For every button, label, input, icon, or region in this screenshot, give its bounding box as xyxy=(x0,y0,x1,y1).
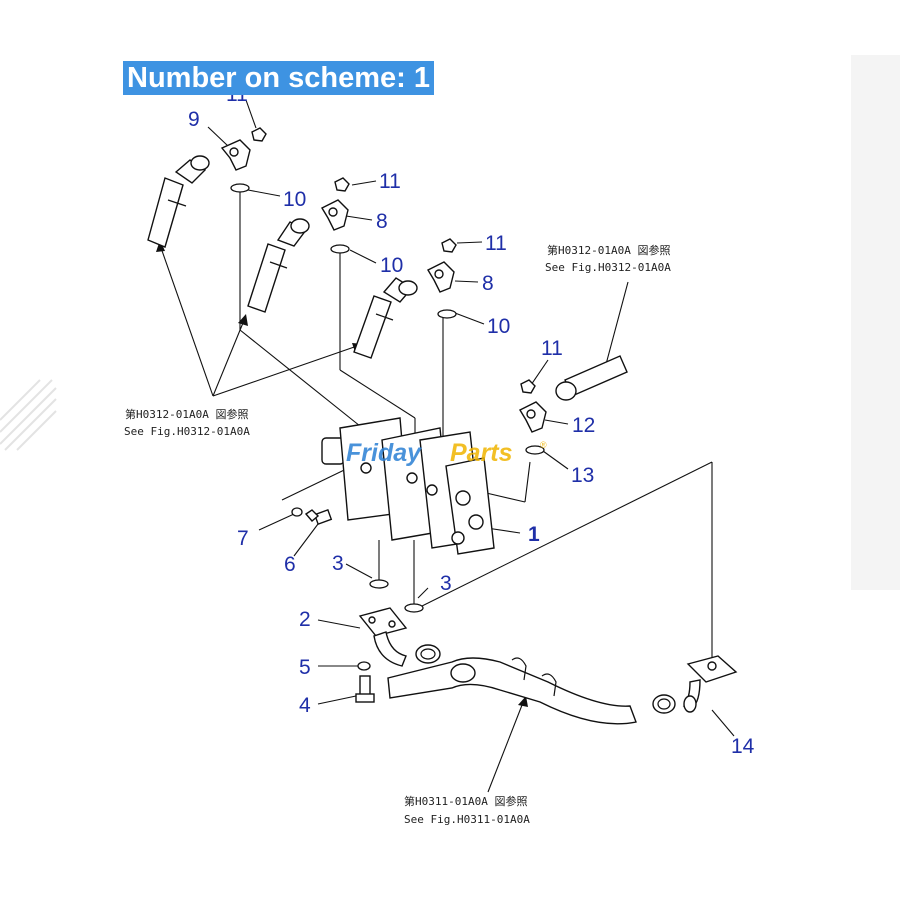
hose-left xyxy=(147,155,210,248)
elbow-8-upper xyxy=(321,199,349,231)
callout-8: 8 xyxy=(376,210,388,233)
elbow-14 xyxy=(682,655,738,713)
washer-7 xyxy=(291,507,303,517)
reference-en: See Fig.H0312-01A0A xyxy=(545,261,671,274)
reference-suction: 第H0311-01A0A 図参照 See Fig.H0311-01A0A xyxy=(404,794,530,826)
callout-2: 2 xyxy=(299,608,311,631)
reference-hoses-left: 第H0312-01A0A 図参照 See Fig.H0312-01A0A xyxy=(124,407,250,438)
leader-lines xyxy=(159,99,735,793)
elbow-9 xyxy=(220,139,251,171)
plugs-11 xyxy=(251,127,536,394)
side-panel xyxy=(851,55,900,590)
callout-13: 13 xyxy=(571,464,594,487)
callout-12: 12 xyxy=(572,414,595,437)
callouts: 11 9 10 11 8 10 11 8 10 11 12 13 1 7 6 3… xyxy=(188,83,755,758)
elbow-12 xyxy=(519,401,547,433)
scheme-number-title: Number on scheme: 1 xyxy=(123,61,434,95)
hose-clamp-right xyxy=(652,694,676,714)
oring-3-right xyxy=(404,603,424,613)
reference-jp: 第H0312-01A0A 図参照 xyxy=(125,407,248,421)
hatch-decoration xyxy=(0,379,57,451)
washer-5 xyxy=(357,661,371,671)
callout-11: 11 xyxy=(541,337,563,360)
callout-6: 6 xyxy=(284,553,296,576)
reference-jp: 第H0312-01A0A 図参照 xyxy=(547,243,670,257)
reference-en: See Fig.H0311-01A0A xyxy=(404,813,530,826)
watermark-mark: ® xyxy=(540,440,547,450)
pipe-upper-right xyxy=(555,355,628,401)
watermark-logo: Friday Parts ® xyxy=(346,439,547,467)
bolt-4 xyxy=(355,675,375,703)
elbow-8-lower xyxy=(427,261,455,293)
callout-10: 10 xyxy=(283,188,306,211)
hose-clamp-left xyxy=(415,644,441,664)
callout-11: 11 xyxy=(379,170,401,193)
orings-10 xyxy=(230,183,545,455)
callout-8: 8 xyxy=(482,272,494,295)
reference-en: See Fig.H0312-01A0A xyxy=(124,425,250,438)
callout-3: 3 xyxy=(332,552,344,575)
callout-10: 10 xyxy=(380,254,403,277)
pump-assembly xyxy=(321,417,495,555)
callout-11: 11 xyxy=(485,232,507,255)
reference-upper-right: 第H0312-01A0A 図参照 See Fig.H0312-01A0A xyxy=(545,243,671,274)
suction-pipe xyxy=(387,657,637,725)
hose-right xyxy=(353,277,418,359)
hose-middle xyxy=(247,218,310,313)
callout-3: 3 xyxy=(440,572,452,595)
callout-7: 7 xyxy=(237,527,249,550)
flange-2 xyxy=(358,607,408,667)
callout-14: 14 xyxy=(731,735,755,758)
callout-4: 4 xyxy=(299,694,311,717)
callout-9: 9 xyxy=(188,108,200,131)
callout-5: 5 xyxy=(299,656,311,679)
callout-10: 10 xyxy=(487,315,510,338)
oring-3-left xyxy=(369,579,389,589)
watermark-part2: Parts xyxy=(450,439,513,467)
reference-jp: 第H0311-01A0A 図参照 xyxy=(404,794,527,808)
watermark-part1: Friday xyxy=(346,439,422,467)
callout-1: 1 xyxy=(528,523,540,546)
bolt-6 xyxy=(304,509,333,525)
